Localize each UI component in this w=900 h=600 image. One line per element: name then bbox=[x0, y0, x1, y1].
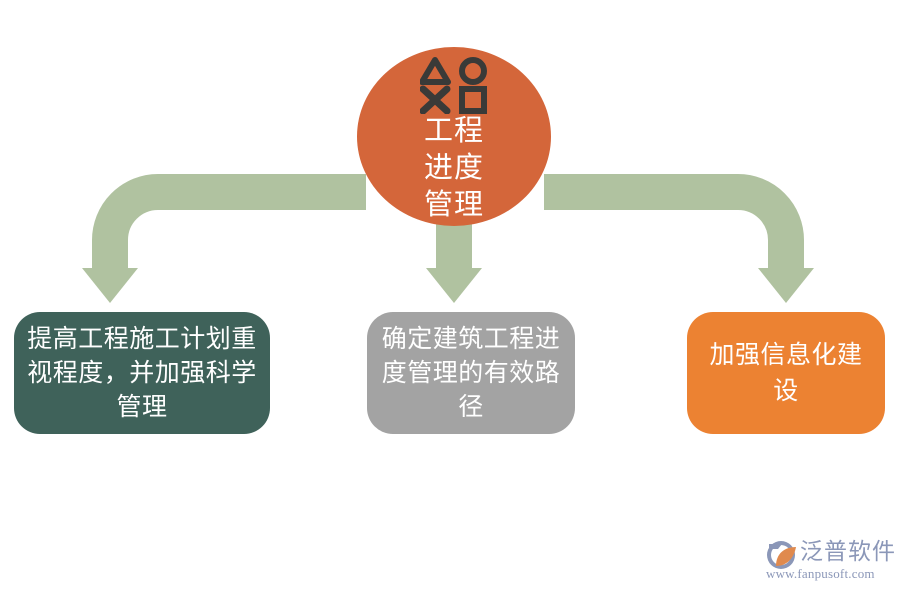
watermark-url: www.fanpusoft.com bbox=[766, 566, 875, 581]
straight-arrow-center-head bbox=[426, 268, 482, 303]
outcome-box-1[interactable]: 提高工程施工计划重视程度，并加强科学管理 bbox=[14, 312, 270, 434]
outcome-label-3: 加强信息化建设 bbox=[709, 341, 863, 405]
outcome-label-2: 确定建筑工程进度管理的有效路径 bbox=[381, 325, 561, 421]
hub-node[interactable]: 工程进度管理 bbox=[357, 47, 551, 226]
outcome-box-2[interactable]: 确定建筑工程进度管理的有效路径 bbox=[367, 312, 575, 434]
watermark-brand: 泛普软件 bbox=[800, 538, 896, 564]
shapes-icon bbox=[420, 57, 487, 114]
outcome-box-3[interactable]: 加强信息化建设 bbox=[687, 312, 885, 434]
fanpu-logo-icon bbox=[767, 541, 796, 569]
elbow-arrow-right-head bbox=[758, 268, 814, 303]
elbow-arrow-left-head bbox=[82, 268, 138, 303]
elbow-arrow-left-shaft bbox=[92, 174, 366, 272]
watermark: 泛普软件 www.fanpusoft.com bbox=[764, 538, 896, 586]
hub-label: 工程进度管理 bbox=[423, 115, 484, 221]
outcome-label-1: 提高工程施工计划重视程度，并加强科学管理 bbox=[27, 325, 257, 421]
elbow-arrow-right-shaft bbox=[544, 174, 804, 272]
